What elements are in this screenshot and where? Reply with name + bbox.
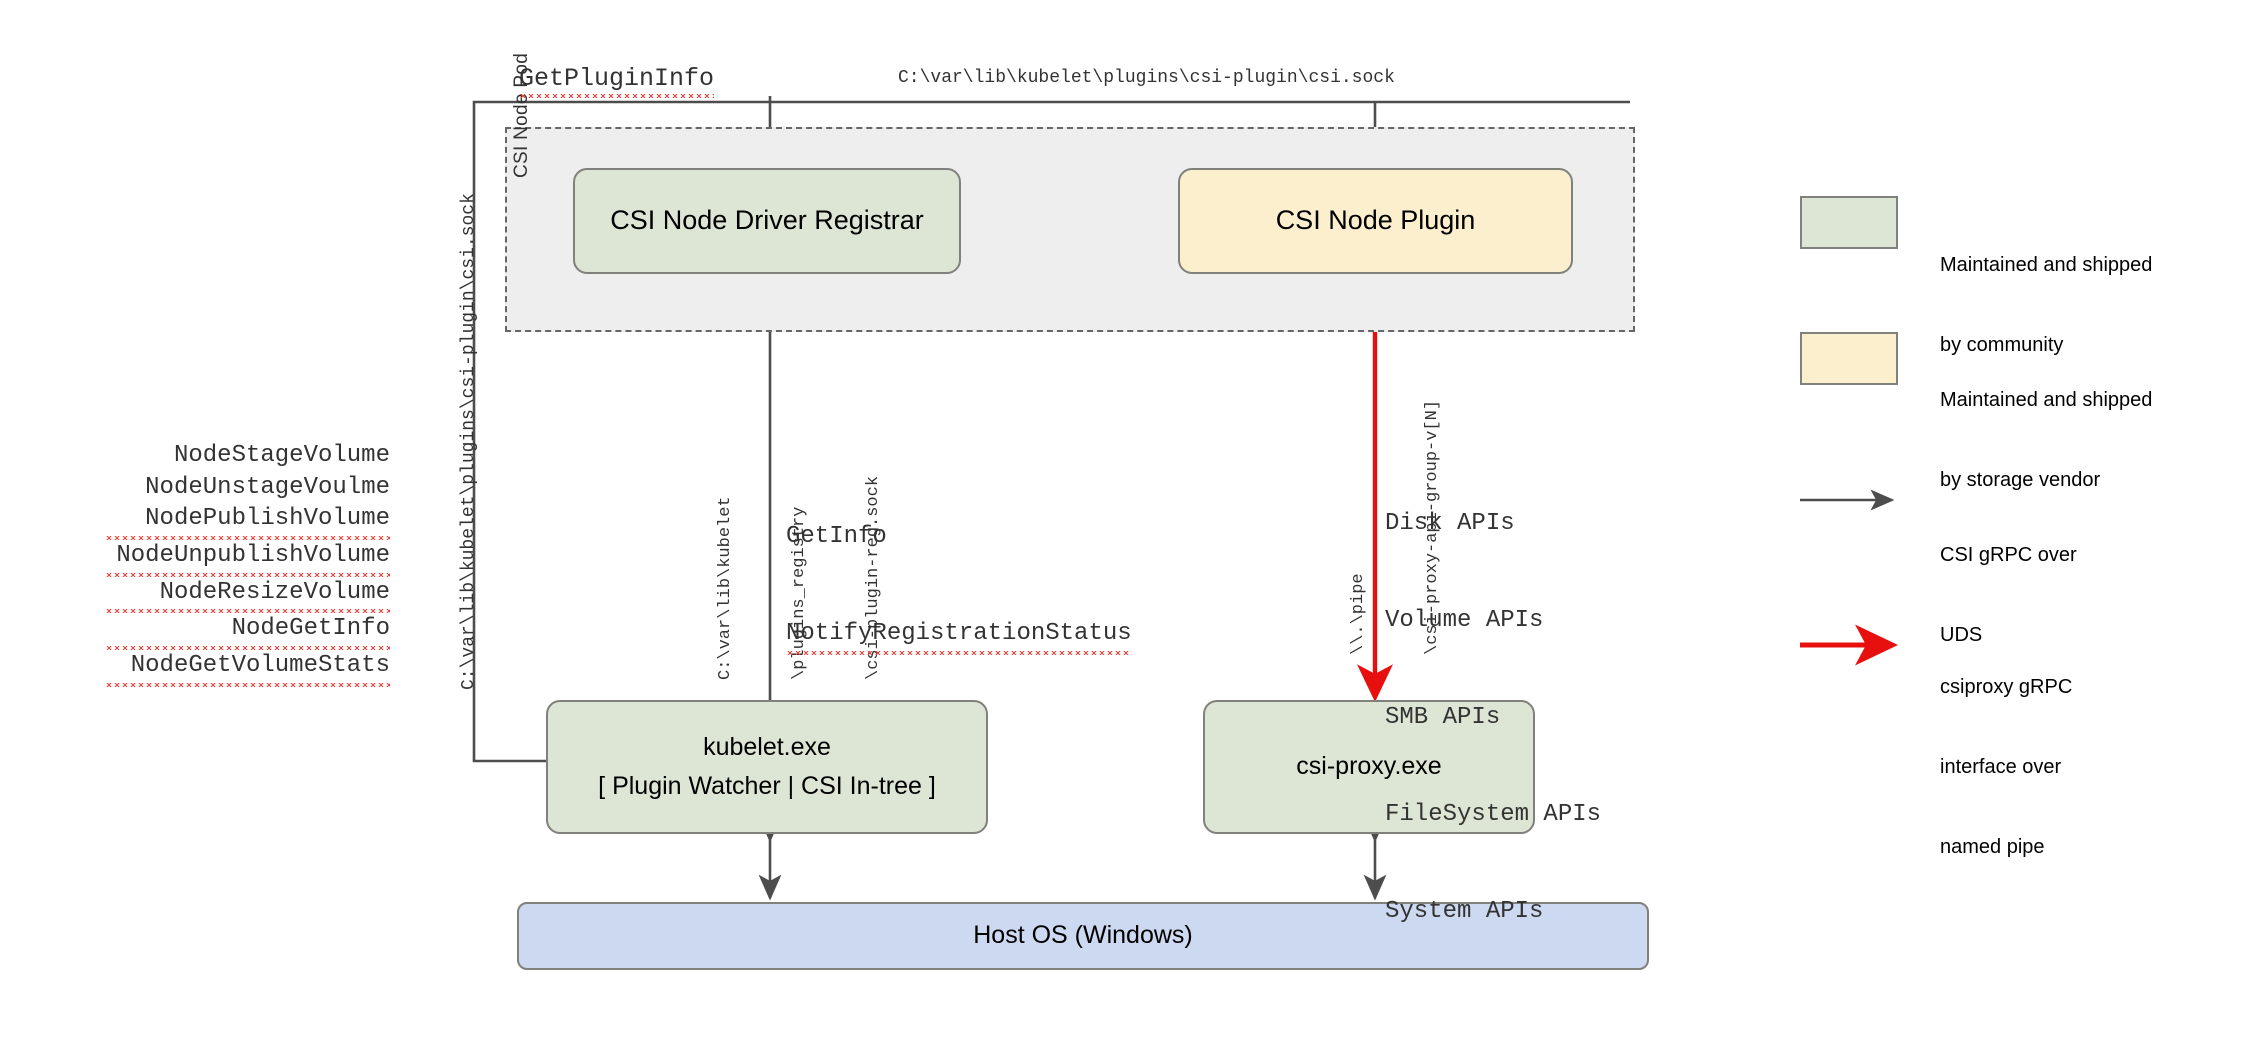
node-api-item: NodeGetInfo [105, 613, 390, 650]
node-csi-proxy-exe[interactable]: csi-proxy.exe [1203, 700, 1535, 834]
rpc-get-info: GetInfo [786, 522, 887, 550]
legend-label-csiproxy-named-pipe: csiproxy gRPC interface over named pipe [1940, 621, 2072, 914]
path-line: C:\var\lib\kubelet [716, 496, 736, 680]
node-label-line1: kubelet.exe [703, 733, 831, 762]
edge-label-csi-sock-path-vertical: C:\var\lib\kubelet\plugins\csi-plugin\cs… [459, 193, 479, 690]
csi-proxy-api-list: Disk APIs Volume APIs SMB APIs FileSyste… [1385, 443, 1601, 994]
node-label: Host OS (Windows) [973, 921, 1193, 950]
proxy-api-item: SMB APIs [1385, 704, 1501, 732]
node-host-os[interactable]: Host OS (Windows) [517, 902, 1649, 970]
proxy-api-item: FileSystem APIs [1385, 801, 1602, 829]
node-label: CSI Node Driver Registrar [610, 205, 924, 236]
node-csi-node-driver-registrar[interactable]: CSI Node Driver Registrar [573, 168, 961, 274]
legend-swatch-storage-vendor [1800, 332, 1898, 385]
legend-line1: Maintained and shipped [1940, 389, 2153, 412]
legend-label-community: Maintained and shipped by community [1940, 199, 2152, 412]
node-label-line2: [ Plugin Watcher | CSI In-tree ] [598, 771, 936, 800]
legend-line2: interface over [1940, 755, 2062, 778]
legend-line2: UDS [1940, 623, 1983, 646]
node-api-item: NodePublishVolume [105, 503, 390, 540]
legend-swatch-community [1800, 196, 1898, 249]
proxy-api-item: Disk APIs [1385, 509, 1515, 537]
legend-label-csi-grpc-uds: CSI gRPC over UDS [1940, 489, 2077, 702]
legend-line1: Maintained and shipped [1940, 254, 2153, 277]
node-api-item: NodeGetVolumeStats [105, 650, 390, 687]
legend-line2: by storage vendor [1940, 468, 2101, 491]
connector-getplugininfo [472, 100, 1630, 763]
proxy-api-item: Volume APIs [1385, 606, 1544, 634]
legend-line1: CSI gRPC over [1940, 544, 2077, 567]
node-label: CSI Node Plugin [1275, 205, 1476, 236]
legend-label-storage-vendor: Maintained and shipped by storage vendor [1940, 334, 2152, 547]
edge-label-get-plugin-info: GetPluginInfo [519, 64, 715, 98]
node-api-list: NodeStageVolume NodeUnstageVoulme NodePu… [105, 440, 390, 687]
proxy-api-item: System APIs [1385, 898, 1544, 926]
node-api-item: NodeResizeVolume [105, 576, 390, 614]
path-line: \\.\pipe [1349, 573, 1369, 655]
node-api-item: NodeStageVolume [173, 442, 390, 469]
node-kubelet-exe[interactable]: kubelet.exe [ Plugin Watcher | CSI In-tr… [546, 700, 988, 834]
node-api-item: NodeUnpublishVolume [105, 540, 390, 577]
node-api-item: NodeUnstageVoulme [145, 473, 390, 501]
node-csi-node-plugin[interactable]: CSI Node Plugin [1178, 168, 1573, 274]
edge-label-csi-sock-path: C:\var\lib\kubelet\plugins\csi-plugin\cs… [898, 68, 1395, 88]
edge-label-registration-rpcs: GetInfo NotifyRegistrationStatus [786, 456, 1132, 720]
legend-line1: csiproxy gRPC [1940, 676, 2073, 699]
rpc-notify-registration-status: NotifyRegistrationStatus [786, 617, 1132, 655]
node-label: csi-proxy.exe [1296, 752, 1442, 781]
legend-line3: named pipe [1940, 835, 2045, 858]
legend-line2: by community [1940, 333, 2064, 356]
